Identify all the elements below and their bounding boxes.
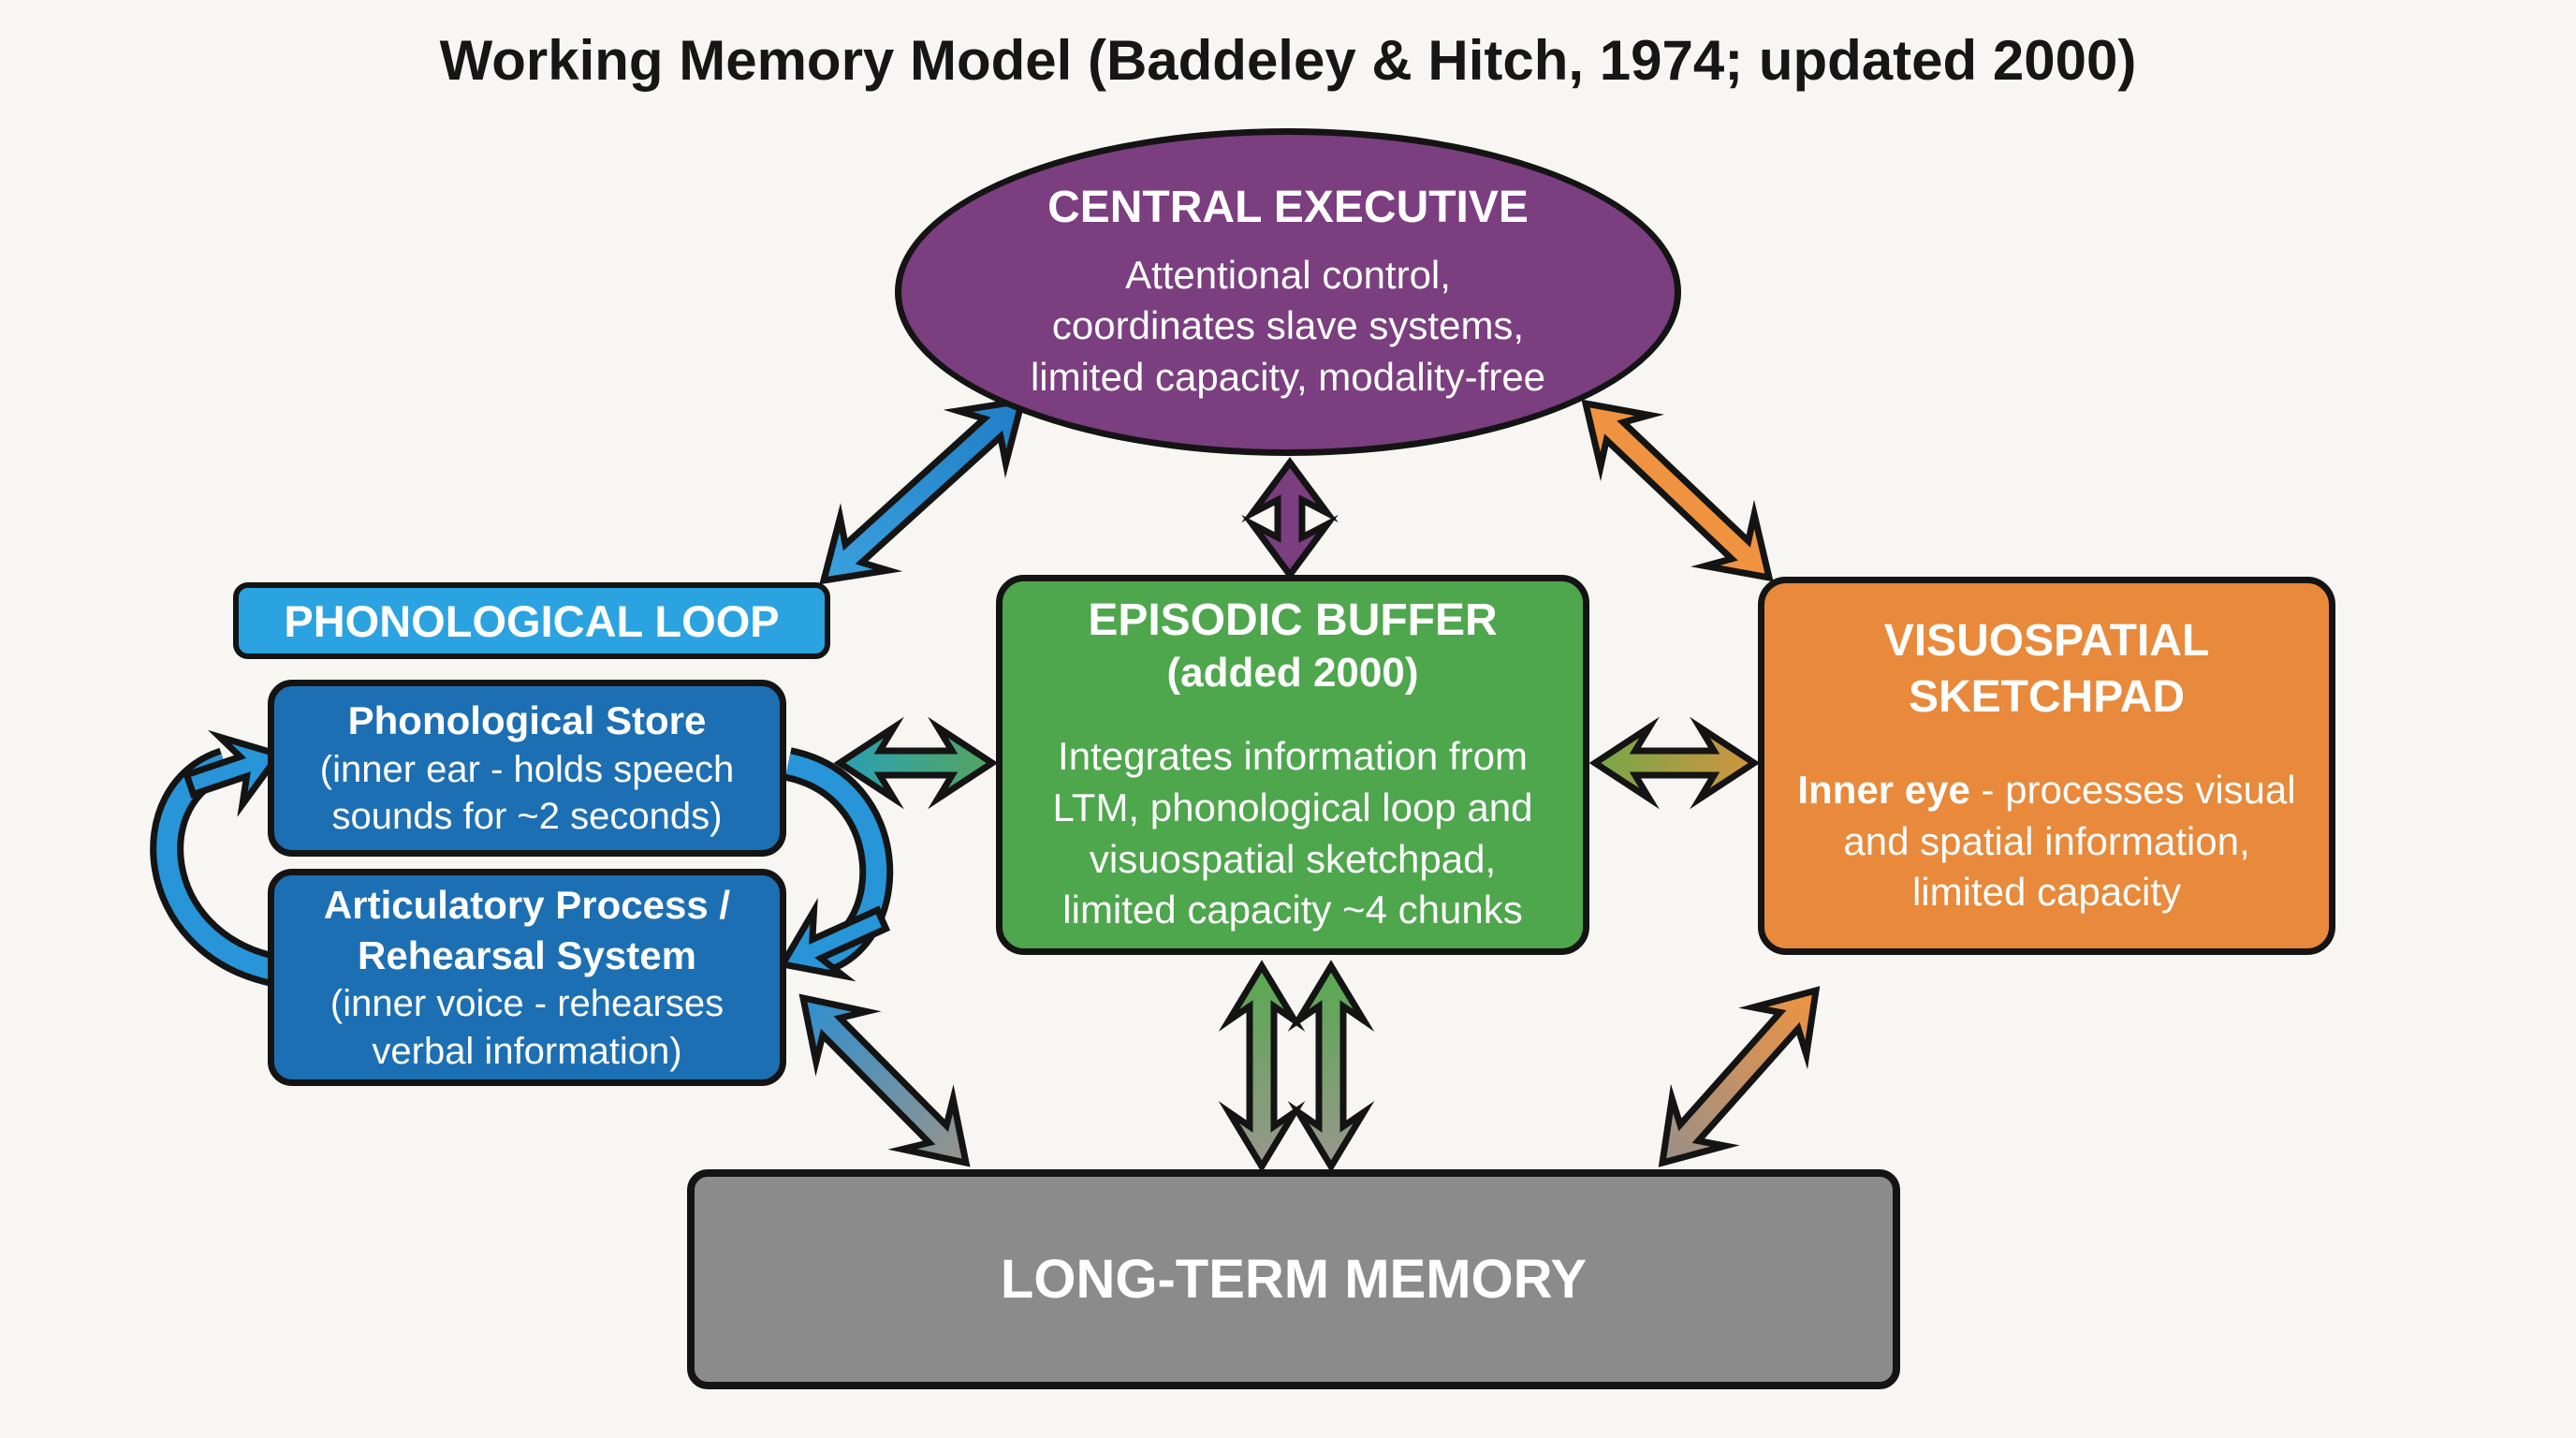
arrow-ce-phonological xyxy=(819,396,1027,585)
phonological-store-node: Phonological Store (inner ear - holds sp… xyxy=(268,680,786,857)
arrow-ce-episodic xyxy=(1241,457,1339,580)
phonological-store-line: (inner ear - holds speech xyxy=(319,748,735,790)
central-executive-line: Attentional control, xyxy=(1125,252,1451,297)
episodic-buffer-subtitle: (added 2000) xyxy=(1166,649,1419,696)
double-arrows-group xyxy=(183,396,1821,1173)
arrow-visuospatial-ltm xyxy=(1658,986,1821,1167)
episodic-buffer-title: EPISODIC BUFFER xyxy=(1088,595,1498,646)
phonological-store-line: sounds for ~2 seconds) xyxy=(331,796,723,838)
phonological-store-title: Phonological Store xyxy=(347,698,707,743)
articulatory-process-title-line: Rehearsal System xyxy=(358,932,696,977)
visuospatial-sketchpad-node: VISUOSPATIAL SKETCHPAD Inner eye - proce… xyxy=(1758,577,2335,955)
articulatory-process-title-line: Articulatory Process / xyxy=(323,882,731,927)
arrow-episodic-ltm-right xyxy=(1287,960,1375,1173)
episodic-buffer-line: Integrates information from xyxy=(1058,734,1528,779)
central-executive-line: coordinates slave systems, xyxy=(1051,303,1525,348)
loop-up-arrowhead xyxy=(183,729,285,817)
articulatory-process-line: (inner voice - rehearses xyxy=(329,983,724,1025)
visuospatial-line: Inner eye - processes visual xyxy=(1797,765,2295,816)
articulatory-process-line: verbal information) xyxy=(372,1030,682,1072)
episodic-buffer-line: LTM, phonological loop and xyxy=(1052,785,1533,830)
episodic-buffer-node: EPISODIC BUFFER (added 2000) Integrates … xyxy=(996,575,1589,955)
arrow-ce-visuospatial xyxy=(1581,399,1774,582)
central-executive-title: CENTRAL EXECUTIVE xyxy=(1047,182,1529,232)
inner-eye-rest: - processes visual xyxy=(1969,768,2296,813)
arrow-phonological-ltm xyxy=(798,993,971,1167)
episodic-buffer-line: visuospatial sketchpad, xyxy=(1089,836,1497,881)
visuospatial-title-line: SKETCHPAD xyxy=(1908,672,2186,723)
phonological-loop-label: PHONOLOGICAL LOOP xyxy=(233,582,830,659)
episodic-buffer-line: limited capacity ~4 chunks xyxy=(1062,888,1523,932)
inner-eye-bold: Inner eye xyxy=(1797,768,1970,813)
arrow-episodic-ltm-left xyxy=(1218,960,1306,1173)
visuospatial-body: Inner eye - processes visual and spatial… xyxy=(1797,765,2295,918)
episodic-buffer-body: Integrates information from LTM, phonolo… xyxy=(1053,731,1533,935)
arrow-phonological-episodic xyxy=(833,716,999,810)
visuospatial-line: and spatial information, xyxy=(1843,818,2250,863)
articulatory-process-node: Articulatory Process / Rehearsal System … xyxy=(268,869,786,1086)
central-executive-body: Attentional control, coordinates slave s… xyxy=(1031,250,1545,404)
central-executive-line: limited capacity, modality-free xyxy=(1030,354,1546,399)
visuospatial-title-line: VISUOSPATIAL xyxy=(1883,616,2210,667)
visuospatial-line: limited capacity xyxy=(1911,870,2182,915)
central-executive-node: CENTRAL EXECUTIVE Attentional control, c… xyxy=(895,128,1681,456)
loop-down-arrowhead xyxy=(777,897,891,982)
page-title: Working Memory Model (Baddeley & Hitch, … xyxy=(439,29,2137,92)
long-term-memory-node: LONG-TERM MEMORY xyxy=(687,1169,1900,1389)
arrow-episodic-visuospatial xyxy=(1588,716,1761,810)
